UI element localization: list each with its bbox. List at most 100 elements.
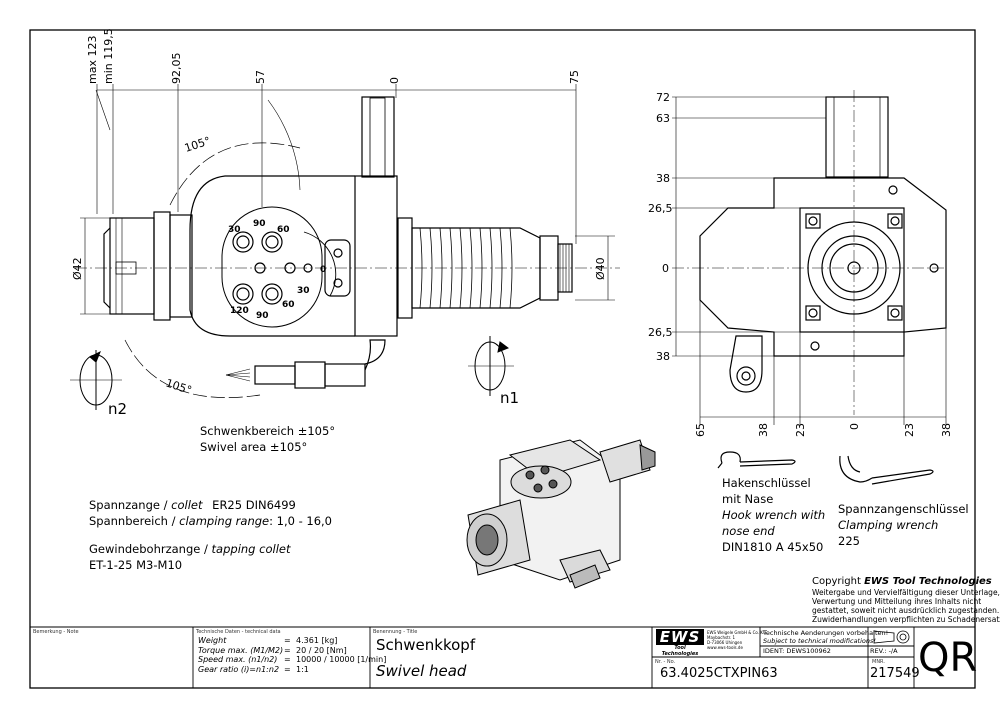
rev-field: REV.: -/A — [870, 647, 898, 655]
copyright-brand: EWS Tool Technologies — [864, 576, 992, 587]
tech-data-label: Technische Daten - technical data — [196, 629, 281, 635]
dim-65: 65 — [694, 423, 707, 437]
number-label: Nr. - No. — [655, 659, 676, 665]
ident-value: DEWS100962 — [786, 647, 831, 655]
tech-row: Gear ratio (i)=n1:n2=1:1 — [198, 664, 309, 674]
qr-label: QR — [918, 635, 978, 681]
change-notice: Technische Aenderungen vorbehalten! Subj… — [763, 629, 888, 645]
rotation-symbol-n2 — [70, 350, 122, 410]
tech-row: Speed max. (n1/n2)=10000 / 10000 [1/min] — [198, 655, 387, 664]
copyright-line: Zuwiderhandlungen verpflichten zu Schade… — [812, 615, 1000, 624]
clamping-range-label-en: clamping range — [179, 514, 270, 528]
tech-row: Torque max. (M1/M2)=20 / 20 [Nm] — [198, 645, 347, 655]
dial-number: 60 — [277, 225, 290, 235]
dial-numbers: 30 60 90 120 0 30 60 90 — [228, 219, 326, 321]
swivel-area-note: Schwenkbereich ±105° Swivel area ±105° — [200, 423, 335, 455]
dim-23-right: 23 — [903, 423, 916, 437]
dimension-lines-right — [672, 96, 947, 425]
collet-note: Spannzange / collet ER25 DIN6499 Spannbe… — [89, 497, 332, 529]
dim-max-123: max 123 — [86, 36, 99, 84]
change-notice-de: Technische Aenderungen vorbehalten! — [763, 629, 889, 637]
ews-logo-sub: Tool Technologies — [661, 645, 699, 657]
clamping-wrench-note: Spannzangenschlüssel Clamping wrench 225 — [838, 501, 969, 549]
right-vertical-dimension-texts: 72 63 38 26,5 0 26,5 38 — [648, 91, 673, 363]
rev-value: -/A — [888, 647, 898, 655]
tech-row: Weight=4.361 [kg] — [198, 636, 338, 645]
tapping-label-en: tapping collet — [211, 542, 291, 556]
dim-38-left: 38 — [757, 423, 770, 437]
copyright-prefix: Copyright — [812, 576, 861, 587]
dial-number: 30 — [297, 286, 310, 296]
dim-23-left: 23 — [794, 423, 807, 437]
front-view — [672, 90, 947, 415]
tapping-value: ET-1-25 M3-M10 — [89, 558, 183, 572]
dim-38-right: 38 — [940, 423, 953, 437]
hook-wrench-spec: DIN1810 A 45x50 — [722, 540, 824, 554]
dim-0-bottom: 0 — [848, 423, 861, 430]
clamping-wrench-icon — [839, 455, 934, 485]
copyright-line: gestattet, soweit nicht ausdrücklich zug… — [812, 606, 1000, 615]
collet-label-en: collet — [171, 498, 203, 512]
title-label: Benennung - Title — [373, 629, 418, 635]
dim-75: 75 — [568, 70, 581, 84]
copyright-block: Copyright EWS Tool Technologies Weiterga… — [812, 576, 1000, 624]
rotation-label-n2: n2 — [108, 400, 127, 418]
swivel-en: Swivel area ±105° — [200, 440, 308, 454]
side-view — [75, 89, 620, 398]
dim-38-top: 38 — [656, 172, 670, 185]
title-block-grid — [30, 626, 975, 688]
hook-wrench-icon — [717, 451, 796, 469]
dial-number: 90 — [256, 311, 269, 321]
copyright-line: Weitergabe und Vervielfältigung dieser U… — [812, 588, 1000, 597]
isometric-view — [466, 439, 656, 589]
dim-57: 57 — [254, 70, 267, 84]
dim-26-5-bottom: 26,5 — [648, 326, 673, 339]
title-en: Swivel head — [376, 662, 467, 680]
angle-label-lower: 105° — [164, 376, 193, 397]
hook-wrench-en-1: Hook wrench with — [722, 508, 826, 522]
hook-wrench-de-2: mit Nase — [722, 492, 774, 506]
clamping-wrench-de: Spannzangenschlüssel — [838, 502, 969, 516]
dial-number: 30 — [228, 225, 241, 235]
clamping-range-label-de: Spannbereich / — [89, 514, 176, 528]
hook-wrench-de-1: Hakenschlüssel — [722, 476, 811, 490]
number-value: 63.4025CTXPIN63 — [660, 666, 778, 681]
tech-data-table: Weight=4.361 [kg] Torque max. (M1/M2)=20… — [198, 636, 386, 674]
clamping-wrench-size: 225 — [838, 534, 860, 548]
copyright-line: Verwertung und Mitteilung ihres Inhalts … — [812, 597, 982, 606]
dial-number: 60 — [282, 300, 295, 310]
ews-logo: EWS Tool Technologies — [656, 629, 704, 657]
drawing-frame — [29, 29, 976, 689]
projection-symbol-icon — [873, 630, 910, 644]
collet-value: ER25 DIN6499 — [212, 498, 296, 512]
dim-72: 72 — [656, 91, 670, 104]
ews-logo-text: EWS — [656, 629, 704, 645]
angle-label-upper: 105° — [183, 134, 212, 155]
top-dimension-texts: max 123 min 119,5 92,05 57 0 75 Ø42 Ø40 … — [71, 28, 607, 397]
title-de: Schwenkkopf — [376, 636, 476, 654]
clamping-wrench-en: Clamping wrench — [838, 518, 939, 532]
dim-92-05: 92,05 — [170, 53, 183, 85]
hook-wrench-en-2: nose end — [722, 524, 775, 538]
dim-0: 0 — [388, 77, 401, 84]
dim-diameter-42: Ø42 — [71, 257, 84, 280]
dim-38-bottom: 38 — [656, 350, 670, 363]
clamping-range-value: : 1,0 - 16,0 — [269, 514, 332, 528]
rotation-symbol-n1 — [468, 336, 514, 396]
change-notice-en: Subject to technical modifications! — [763, 637, 876, 645]
tapping-collet-note: Gewindebohrzange / tapping collet ET-1-2… — [89, 541, 290, 573]
dial-number: 120 — [230, 306, 249, 316]
ident-field: IDENT: DEWS100962 — [763, 647, 831, 655]
rotation-label-n1: n1 — [500, 389, 519, 407]
mnr-value: 217549 — [870, 666, 920, 681]
hook-wrench-note: Hakenschlüssel mit Nase Hook wrench with… — [722, 475, 825, 555]
swivel-de: Schwenkbereich ±105° — [200, 424, 336, 438]
company-address: EWS Weigele GmbH & Co. KG Maybachstr. 1 … — [707, 630, 767, 650]
mnr-label: MNR. — [872, 659, 885, 665]
dial-number: 0 — [320, 265, 326, 275]
dial-number: 90 — [253, 219, 266, 229]
tapping-label-de: Gewindebohrzange / — [89, 542, 208, 556]
dim-63: 63 — [656, 112, 670, 125]
collet-label-de: Spannzange / — [89, 498, 168, 512]
